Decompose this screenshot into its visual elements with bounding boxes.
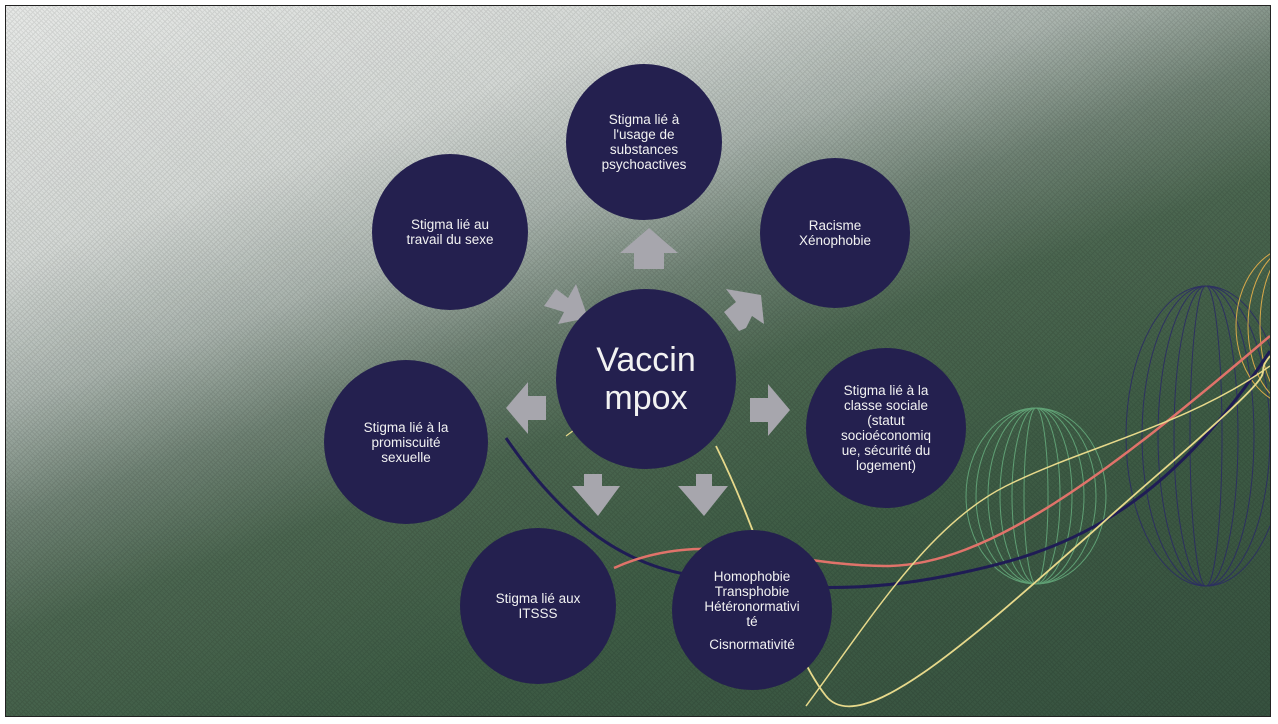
node-travail-line: Stigma lié au <box>410 217 490 232</box>
node-promiscuite-line: promiscuité <box>371 434 441 450</box>
node-itsss-line: Stigma lié aux <box>495 591 581 606</box>
node-travail-line: travail du sexe <box>406 232 494 247</box>
node-classe-line: classe sociale <box>843 398 929 413</box>
node-itsss: Stigma lié aux ITSSS <box>460 528 616 684</box>
node-racisme-line: Racisme <box>808 218 862 233</box>
arrow-up <box>620 228 678 269</box>
arrows <box>506 228 790 516</box>
navy-wire-sphere <box>1125 285 1270 587</box>
center-line-1: Vaccin <box>596 341 696 379</box>
arrow-lower-left <box>572 474 620 516</box>
node-substances-line: psychoactives <box>601 157 687 172</box>
node-substances-line: l'usage de <box>613 127 675 142</box>
arrow-right <box>750 384 790 436</box>
node-promiscuite-line: Stigma lié à la <box>363 419 449 435</box>
node-substances-line: Stigma lié à <box>608 112 680 127</box>
center-line-2: mpox <box>604 379 688 417</box>
node-homophobie-line: té <box>746 613 758 629</box>
node-homophobie: Homophobie Transphobie Hétéronormativi t… <box>672 530 832 690</box>
node-classe-line: ue, sécurité du <box>841 443 931 458</box>
cream-curve-2 <box>805 365 1270 707</box>
green-wire-sphere <box>965 407 1107 585</box>
node-itsss-line: ITSSS <box>518 606 558 621</box>
node-classe-sociale: Stigma lié à la classe sociale (statut s… <box>806 348 966 508</box>
node-homophobie-line: Cisnormativité <box>709 636 795 652</box>
node-classe-line: Stigma lié à la <box>843 383 929 398</box>
node-classe-line: logement) <box>855 458 917 473</box>
node-homophobie-line: Hétéronormativi <box>704 598 800 614</box>
arrow-lower-right <box>678 474 728 516</box>
node-classe-line: socioéconomiq <box>840 428 932 443</box>
arrow-upper-left <box>544 284 588 324</box>
slide: Stigma lié à l'usage de substances psych… <box>5 5 1271 717</box>
center-node-vaccin-mpox: Vaccin mpox <box>556 289 736 469</box>
node-substances-line: substances <box>609 142 679 157</box>
arrow-upper-right <box>724 289 764 331</box>
node-classe-line: (statut <box>867 413 905 428</box>
node-travail-du-sexe: Stigma lié au travail du sexe <box>372 154 528 310</box>
node-promiscuite-line: sexuelle <box>381 449 431 465</box>
node-substances: Stigma lié à l'usage de substances psych… <box>566 64 722 220</box>
node-homophobie-line: Homophobie <box>713 568 791 584</box>
node-homophobie-line: Transphobie <box>714 583 790 599</box>
node-racisme: Racisme Xénophobie <box>760 158 910 308</box>
navy-curve <box>504 350 1270 590</box>
yellow-wire-sphere <box>1235 253 1270 399</box>
node-promiscuite: Stigma lié à la promiscuité sexuelle <box>324 360 488 524</box>
arrow-left <box>506 382 546 434</box>
node-racisme-line: Xénophobie <box>798 233 872 248</box>
